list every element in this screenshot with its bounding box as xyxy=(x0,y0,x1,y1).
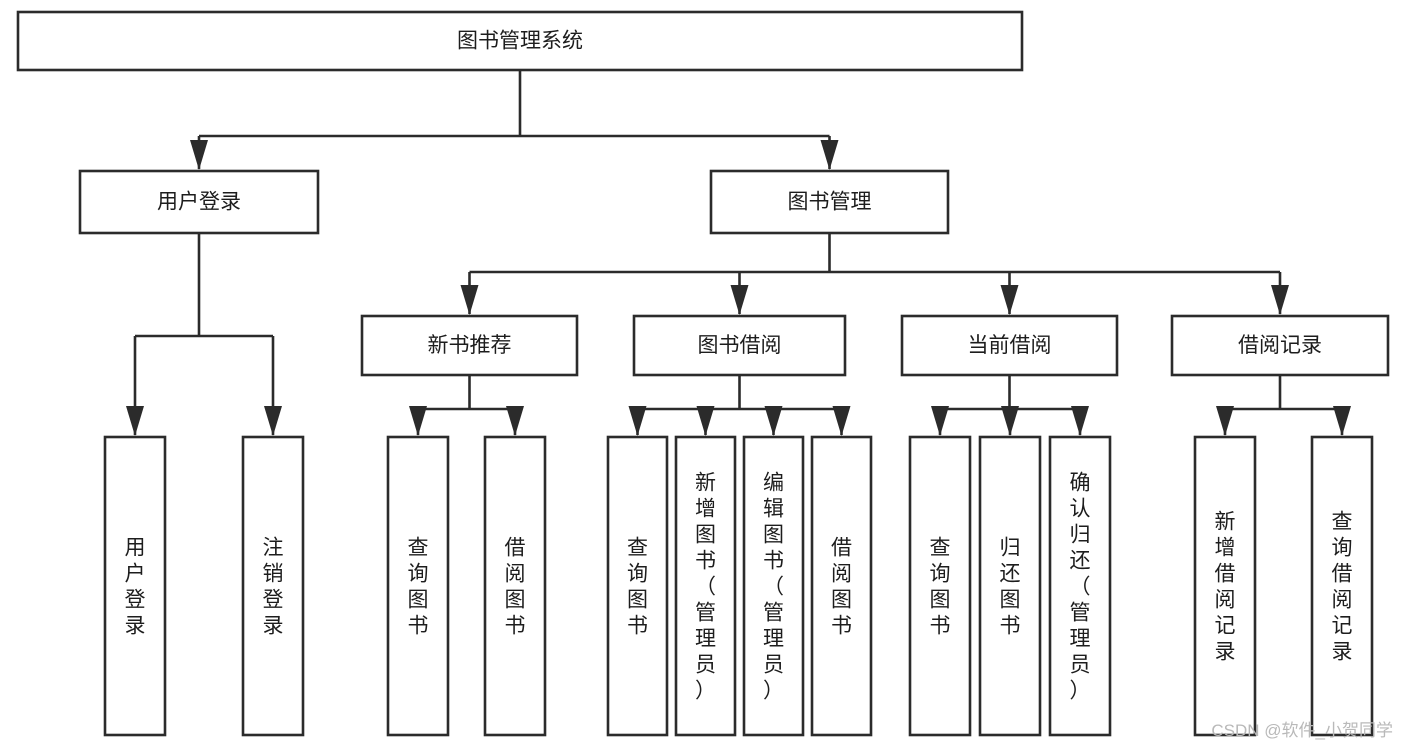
node-label-leaf-user-login: 用户登录 xyxy=(125,536,146,637)
node-box-root[interactable] xyxy=(16,10,1024,72)
node-label-leaf-add-record: 新增借阅记录 xyxy=(1215,510,1236,663)
node-box-book-borrow[interactable] xyxy=(632,314,847,377)
node-leaf-add-record[interactable]: 新增借阅记录 xyxy=(1193,435,1257,737)
node-leaf-query-record[interactable]: 查询借阅记录 xyxy=(1310,435,1374,737)
node-label-user-login: 用户登录 xyxy=(157,191,241,214)
connector-layer xyxy=(126,70,1351,436)
node-root[interactable]: 图书管理系统 xyxy=(16,10,1024,72)
arrow-head xyxy=(460,285,479,315)
arrow-head xyxy=(409,406,427,436)
node-box-leaf-confirm-return[interactable] xyxy=(1048,435,1112,737)
connector-route-root xyxy=(190,70,839,170)
node-layer: 图书管理系统用户登录图书管理新书推荐图书借阅当前借阅借阅记录用户登录注销登录查询… xyxy=(16,10,1390,737)
node-label-root: 图书管理系统 xyxy=(457,30,583,53)
node-box-leaf-user-login[interactable] xyxy=(103,435,167,737)
arrow-head xyxy=(628,406,647,436)
node-label-leaf-query-record: 查询借阅记录 xyxy=(1332,510,1353,663)
node-leaf-user-login[interactable]: 用户登录 xyxy=(103,435,167,737)
node-label-leaf-borrow-book-2: 借阅图书 xyxy=(831,536,852,637)
node-label-leaf-logout: 注销登录 xyxy=(263,536,284,637)
connector-route-user-login xyxy=(126,233,282,436)
arrow-head xyxy=(1071,406,1089,436)
node-box-leaf-query-record[interactable] xyxy=(1310,435,1374,737)
arrow-head xyxy=(730,285,749,315)
arrow-head xyxy=(126,406,144,436)
arrow-head xyxy=(820,140,839,170)
arrow-head xyxy=(764,406,783,436)
arrow-head xyxy=(506,406,524,436)
node-label-leaf-edit-book: 编辑图书（管理员） xyxy=(763,471,784,702)
node-leaf-borrow-book-2[interactable]: 借阅图书 xyxy=(810,435,873,737)
node-label-leaf-add-book: 新增图书（管理员） xyxy=(695,471,716,702)
node-box-leaf-query-book-1[interactable] xyxy=(386,435,450,737)
node-box-leaf-add-record[interactable] xyxy=(1193,435,1257,737)
node-box-new-book-rec[interactable] xyxy=(360,314,579,377)
arrow-head xyxy=(931,406,949,436)
node-leaf-query-book-2[interactable]: 查询图书 xyxy=(606,435,669,737)
arrow-head xyxy=(696,406,715,436)
node-label-leaf-query-book-2: 查询图书 xyxy=(627,536,648,637)
arrow-head xyxy=(1000,285,1019,315)
node-label-leaf-query-book-3: 查询图书 xyxy=(930,536,951,637)
node-box-leaf-query-book-3[interactable] xyxy=(908,435,972,737)
connector-route-book-manage xyxy=(460,233,1289,315)
arrow-head xyxy=(1001,406,1019,436)
node-leaf-return-book[interactable]: 归还图书 xyxy=(978,435,1042,737)
arrow-head xyxy=(264,406,282,436)
node-label-leaf-return-book: 归还图书 xyxy=(1000,536,1021,637)
node-label-book-manage: 图书管理 xyxy=(788,191,872,214)
arrow-head xyxy=(1216,406,1234,436)
node-user-login[interactable]: 用户登录 xyxy=(78,169,320,235)
connector-route-current-borrow xyxy=(931,375,1089,436)
node-leaf-query-book-1[interactable]: 查询图书 xyxy=(386,435,450,737)
node-box-leaf-logout[interactable] xyxy=(241,435,305,737)
node-current-borrow[interactable]: 当前借阅 xyxy=(900,314,1119,377)
arrow-head xyxy=(1333,406,1351,436)
node-new-book-rec[interactable]: 新书推荐 xyxy=(360,314,579,377)
connector-route-new-book-rec xyxy=(409,375,524,436)
arrow-head xyxy=(190,140,208,170)
arrow-head xyxy=(832,406,851,436)
connector-route-borrow-record xyxy=(1216,375,1351,436)
node-borrow-record[interactable]: 借阅记录 xyxy=(1170,314,1390,377)
node-leaf-query-book-3[interactable]: 查询图书 xyxy=(908,435,972,737)
node-label-leaf-query-book-1: 查询图书 xyxy=(408,536,429,637)
node-box-leaf-borrow-book-1[interactable] xyxy=(483,435,547,737)
node-leaf-edit-book[interactable]: 编辑图书（管理员） xyxy=(742,435,805,737)
node-box-user-login[interactable] xyxy=(78,169,320,235)
node-leaf-logout[interactable]: 注销登录 xyxy=(241,435,305,737)
node-box-current-borrow[interactable] xyxy=(900,314,1119,377)
arrow-head xyxy=(1271,285,1289,315)
node-label-book-borrow: 图书借阅 xyxy=(698,334,782,357)
node-box-leaf-return-book[interactable] xyxy=(978,435,1042,737)
node-label-current-borrow: 当前借阅 xyxy=(968,334,1052,357)
node-leaf-confirm-return[interactable]: 确认归还（管理员） xyxy=(1048,435,1112,737)
connector-route-book-borrow xyxy=(628,375,851,436)
node-label-leaf-borrow-book-1: 借阅图书 xyxy=(505,536,526,637)
node-leaf-add-book[interactable]: 新增图书（管理员） xyxy=(674,435,737,737)
node-box-leaf-borrow-book-2[interactable] xyxy=(810,435,873,737)
node-label-borrow-record: 借阅记录 xyxy=(1238,334,1322,357)
node-box-leaf-edit-book[interactable] xyxy=(742,435,805,737)
node-box-leaf-query-book-2[interactable] xyxy=(606,435,669,737)
node-box-borrow-record[interactable] xyxy=(1170,314,1390,377)
node-box-book-manage[interactable] xyxy=(709,169,950,235)
node-box-leaf-add-book[interactable] xyxy=(674,435,737,737)
node-label-leaf-confirm-return: 确认归还（管理员） xyxy=(1070,471,1091,702)
node-label-new-book-rec: 新书推荐 xyxy=(428,334,512,357)
node-leaf-borrow-book-1[interactable]: 借阅图书 xyxy=(483,435,547,737)
node-book-manage[interactable]: 图书管理 xyxy=(709,169,950,235)
node-book-borrow[interactable]: 图书借阅 xyxy=(632,314,847,377)
